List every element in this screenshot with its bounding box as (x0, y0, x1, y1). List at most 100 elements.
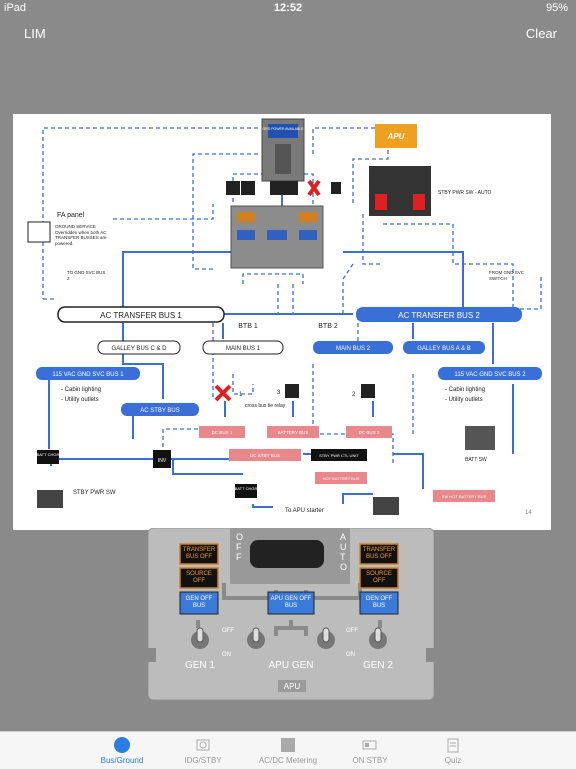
stby-pwr-sw-auto-label: STBY PWR SW - AUTO (438, 190, 492, 196)
panel-notch-right (426, 648, 434, 662)
to-gnd-svc-note: TO GND SVC BUS 2 (67, 270, 106, 281)
ac-transfer-bus-2 (356, 307, 522, 322)
battery-1-icon (37, 490, 63, 508)
batt-sw-label: BATT SW (465, 457, 487, 463)
source-off-2-label: SOURCE OFF (366, 571, 392, 584)
transfer-bus-off-2-label: TRANSFER BUS OFF (362, 547, 396, 560)
gen-icon-3 (270, 181, 284, 195)
apu-image (375, 124, 417, 148)
tru3-icon (285, 384, 299, 398)
stby-power-rotary-switch[interactable] (250, 540, 324, 568)
status-bar: iPad 12:52 95% (0, 0, 576, 16)
btb1-label: BTB 1 (238, 323, 258, 330)
galley-bus-cd-label: GALLEY BUS C & D (112, 346, 168, 352)
galley-bus-cd (97, 340, 181, 355)
tab-bus-ground-label: Bus/Ground (100, 756, 144, 765)
panel-notch-left (148, 648, 156, 662)
ann-4 (267, 230, 287, 240)
to-apu-starter-label: To APU starter (285, 508, 324, 514)
ext-power-switch (275, 144, 291, 174)
gen-off-bus-1-label: GEN OFF BUS (185, 596, 213, 609)
gen-icon-5 (331, 182, 341, 194)
tru-3-number: 3 (277, 390, 281, 396)
hot-battery-bus-label: HOT BATTERY BUS (323, 476, 360, 481)
source-off-light-2 (359, 567, 399, 589)
tab-bus-ground[interactable]: Bus/Ground (77, 732, 167, 769)
gen-1-label: GEN 1 (185, 660, 215, 671)
page-number: 14 (525, 510, 532, 516)
gen-icon-4 (284, 181, 298, 195)
apu-gen-off-bus-label: APU GEN OFF BUS (270, 596, 312, 609)
schematic-svg: GRD POWER AVAILABLE APU STBY PWR SW - AU… (27, 118, 542, 516)
ac-transfer-bus-1-label: AC TRANSFER BUS 1 (100, 311, 182, 320)
gen-2-label: GEN 2 (363, 660, 393, 671)
tru-1-number: 1 (239, 392, 243, 398)
gen-1-on-label: ON (222, 652, 231, 658)
sw-hot-battery-bus-label: SW HOT BATTERY BUS (442, 494, 487, 499)
tru-2-number: 2 (352, 392, 356, 398)
apu-plate-label: APU (284, 682, 301, 691)
tab-idg-stby-label: IDG/STBY (184, 756, 222, 765)
clipboard-icon (447, 738, 459, 753)
utility-outlets-2: - Utility outlets (445, 397, 483, 403)
gen-1-switch-lever[interactable] (196, 627, 204, 643)
tab-quiz-label: Quiz (444, 756, 462, 765)
main-bus-1-label: MAIN BUS 1 (226, 346, 261, 352)
gnd-svc-bus-1 (36, 367, 140, 380)
galley-bus-ab (403, 341, 485, 354)
apu-gen-off-on-switch[interactable] (317, 627, 335, 649)
batt-sw-image (465, 426, 495, 450)
ac-transfer-bus-2-label: AC TRANSFER BUS 2 (398, 311, 480, 320)
utility-outlets-1: - Utility outlets (61, 397, 99, 403)
main-bus-1 (202, 340, 284, 355)
gen-2-switch-lever[interactable] (374, 627, 382, 643)
tab-ac-dc-metering-label: AC/DC Metering (258, 756, 318, 765)
from-gnd-svc-note: FROM GND SVC SWITCH (489, 270, 525, 281)
battery-bus-label: BATTERY BUS (278, 430, 309, 435)
device-label: iPad (4, 2, 27, 14)
gen-2-on-label: ON (346, 652, 355, 658)
hot-battery-bus (315, 472, 367, 484)
batt-chgr-2-label: BATT CHGR (235, 486, 258, 491)
inverter-label: INV (158, 458, 167, 464)
gen-icon-1 (226, 181, 240, 195)
stby-red-2 (413, 194, 425, 210)
ac-stby-bus-label: AC STBY BUS (140, 408, 180, 414)
disconnect-x-icon (307, 179, 321, 197)
dc-stby-bus-label: DC STBY BUS (250, 453, 280, 458)
stby-red-1 (375, 194, 387, 210)
gen-1-switch[interactable] (191, 627, 209, 649)
apu-gen-switch-lever[interactable] (322, 627, 330, 643)
stby-pwr-sw-label: STBY PWR SW (73, 490, 116, 496)
lim-button[interactable]: LIM (24, 26, 46, 41)
dc-stby-bus (229, 449, 301, 461)
ann-5 (299, 230, 317, 240)
gauge-icon (196, 739, 210, 751)
tru1-fail-x-icon (214, 384, 232, 402)
tab-on-stby-label: ON STBY (352, 756, 388, 765)
gen-2-switch[interactable] (369, 627, 387, 649)
gen-1-off-on-switch[interactable] (247, 627, 265, 649)
ground-service-note: GROUND SERVICE Overridden when both AC T… (55, 224, 107, 246)
gnd-svc-bus-1-label: 115 VAC GND SVC BUS 1 (52, 372, 124, 378)
battery-2-icon (373, 497, 399, 515)
main-bus-2-label: MAIN BUS 2 (336, 346, 371, 352)
tab-idg-stby[interactable]: IDG/STBY (158, 732, 248, 769)
batt-chgr-2 (235, 484, 257, 498)
ac-transfer-bus-1 (57, 306, 225, 323)
square-icon (281, 738, 295, 752)
tab-quiz[interactable]: Quiz (408, 732, 498, 769)
tab-on-stby[interactable]: ON STBY (325, 732, 415, 769)
gnd-svc-bus-2-label: 115 VAC GND SVC BUS 2 (454, 372, 526, 378)
tab-ac-dc-metering[interactable]: AC/DC Metering (243, 732, 333, 769)
source-off-1-label: SOURCE OFF (186, 571, 212, 584)
cabin-lighting-1: - Cabin lighting (61, 387, 101, 393)
gen-off-bus-light-1 (179, 591, 219, 615)
btb2-label: BTB 2 (318, 323, 338, 330)
clear-button[interactable]: Clear (525, 26, 557, 41)
tru2-icon (361, 384, 375, 398)
gen-1-bus-switch-lever[interactable] (252, 627, 260, 643)
ac-stby-bus (121, 403, 199, 416)
